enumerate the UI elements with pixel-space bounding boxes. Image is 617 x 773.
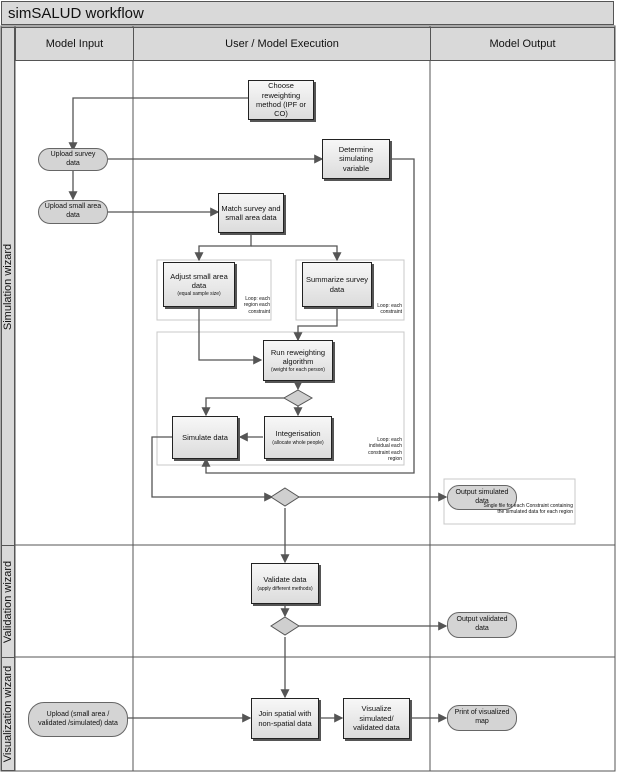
decision-diamond-reweight: [282, 389, 314, 407]
summarize-survey-box: Summarize survey data: [302, 262, 372, 307]
simulate-data-box: Simulate data: [172, 416, 238, 459]
join-label: Join spatial with non-spatial data: [258, 709, 312, 728]
upload-visualization-pill: Upload (small area / validated /simulate…: [28, 702, 128, 737]
visualize-label: Visualize simulated/ validated data: [353, 704, 400, 733]
decision-diamond-validated: [270, 616, 300, 636]
upload-small-area-pill: Upload small area data: [38, 200, 108, 224]
lane-header-visualization: Visualization wizard: [1, 657, 15, 771]
integerisation-label: Integerisation: [275, 429, 321, 439]
upload-small-area-label: Upload small area data: [44, 203, 102, 219]
determine-variable-label: Determine simulating variable: [338, 144, 374, 173]
column-header-model-input: Model Input: [15, 27, 134, 61]
diagram-title: simSALUD workflow: [1, 1, 614, 25]
validate-label: Validate data: [263, 575, 307, 585]
adjust-label: Adjust small area data: [170, 271, 228, 290]
integerisation-box: Integerisation(allocate whole people): [264, 416, 332, 459]
column-header-execution: User / Model Execution: [133, 27, 431, 61]
integerisation-sublabel: (allocate whole people): [272, 439, 324, 446]
choose-method-label: Choose reweighting method (IPF or CO): [255, 81, 307, 119]
output-simulated-note: Single file for each Constraint containi…: [483, 503, 574, 516]
decision-diamond-simulated: [270, 487, 300, 507]
summarize-label: Summarize survey data: [305, 275, 369, 294]
upload-survey-pill: Upload survey data: [38, 148, 108, 171]
join-spatial-box: Join spatial with non-spatial data: [251, 698, 319, 739]
print-map-label: Print of visualized map: [454, 709, 510, 725]
simulate-label: Simulate data: [182, 432, 228, 442]
print-map-pill: Print of visualized map: [447, 705, 517, 731]
match-label: Match survey and small area data: [221, 203, 281, 222]
run-reweighting-sublabel: (weight for each person): [271, 367, 325, 374]
output-simulated-pill: Output simulated data: [447, 485, 517, 510]
adjust-sublabel: (equal sample size): [177, 291, 221, 298]
upload-visualization-label: Upload (small area / validated /simulate…: [38, 710, 118, 727]
upload-survey-label: Upload survey data: [50, 150, 96, 167]
run-reweighting-box: Run reweighting algorithm(weight for eac…: [263, 340, 333, 381]
adjust-small-area-box: Adjust small area data(equal sample size…: [163, 262, 235, 307]
validate-data-box: Validate data(apply different methods): [251, 563, 319, 604]
loop-note-adjust: Loop: each region each constraint: [243, 296, 270, 315]
match-box: Match survey and small area data: [218, 193, 284, 233]
validate-sublabel: (apply different methods): [257, 585, 313, 592]
loop-note-summarize: Loop: each constraint: [377, 303, 402, 316]
output-simulated-label: Output simulated data: [455, 488, 509, 505]
visualize-box: Visualize simulated/ validated data: [343, 698, 410, 739]
determine-variable-box: Determine simulating variable: [322, 139, 390, 179]
run-reweighting-label: Run reweighting algorithm: [270, 347, 326, 366]
output-validated-pill: Output validated data: [447, 612, 517, 638]
loop-note-reweight: Loop: each individual each constraint ea…: [368, 437, 402, 462]
column-header-model-output: Model Output: [430, 27, 615, 61]
choose-method-box: Choose reweighting method (IPF or CO): [248, 80, 314, 120]
output-validated-label: Output validated data: [456, 616, 508, 632]
